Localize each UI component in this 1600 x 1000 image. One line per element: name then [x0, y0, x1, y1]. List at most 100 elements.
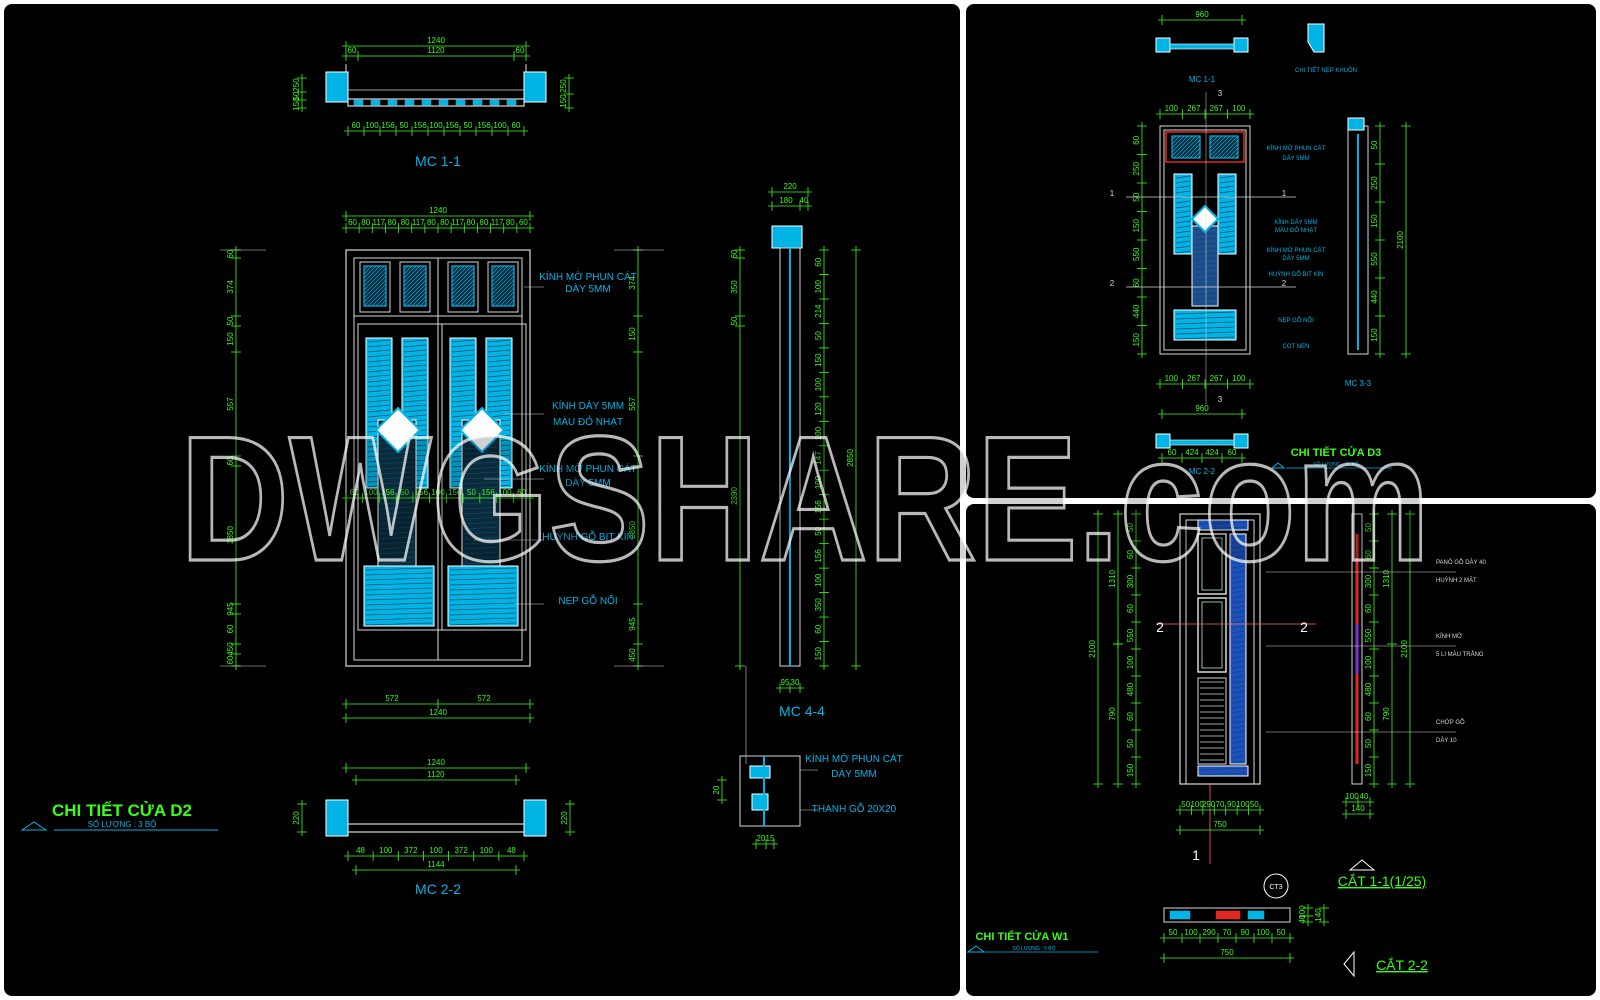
dimension-label: 156 — [448, 488, 462, 497]
dimension-label: 60 — [1132, 278, 1141, 287]
dimension-label: 100 — [379, 846, 393, 855]
dimension-label: 372 — [454, 846, 468, 855]
dimension-label: 60 — [1132, 135, 1141, 144]
dimension-label: 100 — [431, 488, 445, 497]
dimension-label: 100 — [814, 475, 823, 489]
dimension-label: 374 — [628, 276, 637, 290]
dimension-label: 156 — [381, 488, 395, 497]
dimension-label: 60 — [352, 121, 361, 130]
w1-section-mark: 2 — [1156, 619, 1164, 635]
elevation-note: DÀY 5MM — [565, 282, 610, 295]
d3-mc22-frame — [1233, 433, 1249, 449]
dimension-label: 60 — [1126, 550, 1135, 559]
dimension-label: 750 — [1213, 820, 1227, 829]
d3-note: COT NEN — [1283, 344, 1310, 350]
dimension-label: 40 — [1298, 914, 1307, 923]
dimension-label: 350 — [730, 280, 739, 294]
dimension-label: 150 — [628, 327, 637, 341]
w1-louver — [1197, 677, 1227, 765]
dimension-label: 50 — [1181, 800, 1190, 809]
dimension-label: 50 — [1364, 739, 1373, 748]
dimension-label: 960 — [1195, 10, 1209, 19]
dimension-label: 100 — [1165, 374, 1179, 383]
dimension-label: 267 — [1187, 104, 1201, 113]
dimension-label: 440 — [1132, 304, 1141, 318]
dimension-label: 550 — [1132, 247, 1141, 261]
dimension-label: 150 — [559, 94, 568, 108]
dimension-label: 220 — [292, 811, 301, 825]
mc22-title: MC 2-2 — [415, 881, 461, 897]
dimension-label: 440 — [1370, 290, 1379, 304]
dimension-label: 60 — [1228, 448, 1237, 457]
w1-note: KÍNH MỜ — [1436, 633, 1462, 640]
cut11-marker-icon — [1348, 859, 1376, 871]
mc11-glass-strip — [472, 99, 483, 106]
mc11-glass-strip — [421, 99, 432, 106]
dimension-label: 48 — [356, 846, 365, 855]
dimension-label: 1120 — [427, 46, 445, 55]
d3-transom-glass — [1171, 135, 1201, 159]
dimension-label: 450 — [226, 642, 235, 656]
dimension-label: 50 — [1169, 928, 1178, 937]
w1-section-mark: 2 — [1300, 619, 1308, 635]
section-mark: 2 — [1282, 279, 1287, 288]
dimension-label: 150 — [226, 332, 235, 346]
dimension-label: 90 — [1227, 800, 1236, 809]
dimension-label: 80 — [466, 218, 475, 227]
mc11-glass-strip — [370, 99, 381, 106]
w1-plan-frame — [1163, 907, 1291, 923]
dimension-label: 117 — [451, 218, 464, 227]
dimension-label: 250 — [292, 78, 301, 92]
dimension-label: 1144 — [427, 860, 445, 869]
section-mark: 2 — [1110, 279, 1115, 288]
w1-note: 5 LI MÀU TRẮNG — [1436, 650, 1484, 658]
dimension-label: 60 — [517, 488, 526, 497]
w1-frame — [1179, 513, 1261, 785]
d3-lower-panel — [1173, 309, 1237, 341]
dimension-label: 572 — [477, 694, 491, 703]
dimension-label: 250 — [1132, 162, 1141, 176]
dimension-label: 100 — [493, 121, 507, 130]
dimension-label: 550 — [1370, 252, 1379, 266]
dimension-label: 100 — [1232, 374, 1246, 383]
dimension-label: 424 — [1185, 448, 1199, 457]
dimension-label: 60 — [226, 249, 235, 258]
mc11-glass-strip — [506, 99, 517, 106]
transom-bead — [487, 261, 519, 313]
dimension-label: 80 — [388, 218, 397, 227]
dimension-label: 100 — [814, 377, 823, 391]
dimension-label: 50 — [1250, 800, 1259, 809]
dimension-label: 60 — [1126, 712, 1135, 721]
elevation-note: NẸP GỖ NỔI — [558, 594, 617, 607]
d3-mc33-title: MC 3-3 — [1345, 379, 1372, 388]
dimension-label: 945 — [628, 617, 637, 631]
transom-bead — [447, 261, 479, 313]
d3-transom-glass — [1209, 135, 1239, 159]
dimension-label: 50 — [400, 488, 409, 497]
dimension-label: 60 — [730, 249, 739, 258]
dimension-label: 100 — [498, 488, 512, 497]
dimension-label: 372 — [404, 846, 418, 855]
dimension-label: 1240 — [427, 758, 445, 767]
dimension-label: 60 — [512, 121, 521, 130]
d3-note: DÀY 5MM — [1282, 255, 1309, 262]
w1-note: PANÔ GỖ DÀY 40 — [1436, 559, 1486, 566]
detail-bead — [749, 765, 771, 779]
dimension-label: 150 — [1364, 763, 1373, 777]
w1-panel-mid — [1197, 597, 1227, 673]
d3-door-frame — [1159, 125, 1251, 355]
dimension-label: 2100 — [1088, 640, 1097, 658]
dimension-label: 267 — [1187, 374, 1201, 383]
elevation-note: KÍNH MỜ PHUN CÁT — [539, 270, 636, 283]
dimension-label: 60 — [348, 218, 357, 227]
cut22-title: CẮT 2-2 — [1376, 956, 1428, 973]
dimension-label: 100 — [814, 279, 823, 293]
lower-panel — [447, 565, 519, 627]
transom-bead — [399, 261, 431, 313]
dimension-label: 50 — [814, 331, 823, 340]
d3-mc11-title: MC 1-1 — [1189, 75, 1216, 84]
nep-khuon-profile — [1307, 23, 1325, 53]
w1-sheet-title: CHI TIẾT CỬA W1 — [975, 930, 1068, 943]
dimension-label: 60 — [226, 456, 235, 465]
